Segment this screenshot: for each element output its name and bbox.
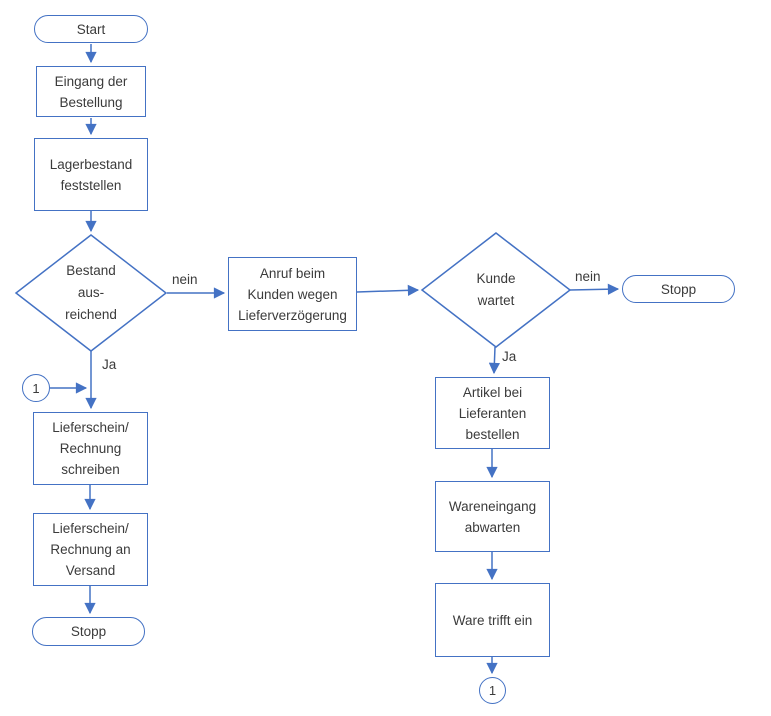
node-order-from-supplier: Artikel bei Lieferanten bestellen <box>435 377 550 449</box>
node-decision-wait-label: Kunde wartet <box>476 271 516 308</box>
node-decision-stock-label: Bestand aus- reichend <box>65 263 117 322</box>
node-connector-left: 1 <box>22 374 50 402</box>
node-order-received: Eingang der Bestellung <box>36 66 146 117</box>
edge-label-stock-ja: Ja <box>102 357 117 372</box>
edge-label-stock-nein: nein <box>172 272 198 287</box>
decision-stock-shape <box>14 234 168 352</box>
node-call-customer: Anruf beim Kunden wegen Lieferverzögerun… <box>228 257 357 331</box>
node-invoice-to-shipping: Lieferschein/ Rechnung an Versand <box>33 513 148 586</box>
decision-wait-shape <box>420 232 572 348</box>
node-goods-arrive: Ware trifft ein <box>435 583 550 657</box>
node-stop-right: Stopp <box>622 275 735 303</box>
edge-wait-nein <box>569 283 620 295</box>
node-check-stock: Lagerbestand feststellen <box>34 138 148 211</box>
edge-label-wait-nein: nein <box>575 269 601 284</box>
node-stop-left: Stopp <box>32 617 145 646</box>
node-write-delivery-invoice: Lieferschein/ Rechnung schreiben <box>33 412 148 485</box>
node-connector-bottom-right: 1 <box>479 677 506 704</box>
node-await-goods: Wareneingang abwarten <box>435 481 550 552</box>
edge-label-wait-ja: Ja <box>502 349 517 364</box>
edge-wait-ja <box>488 346 501 375</box>
edge-call-to-waitdecision <box>356 284 420 296</box>
node-start: Start <box>34 15 148 43</box>
